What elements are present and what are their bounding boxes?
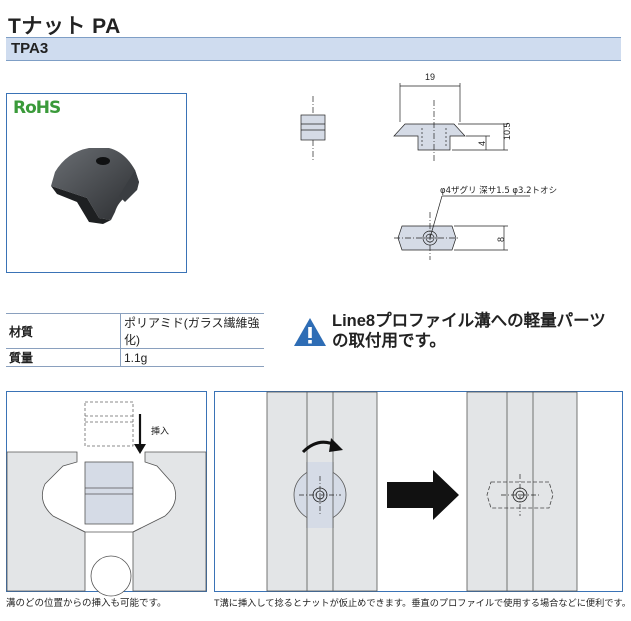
spec-row-material: 材質 ポリアミド(ガラス繊維強化) — [6, 313, 264, 349]
insertion-diagram-panel: 挿入 — [6, 391, 207, 597]
dim-height-label: 10.5 — [502, 122, 512, 140]
spec-key: 材質 — [6, 313, 121, 349]
page-title: Tナット PA — [8, 15, 121, 38]
technical-drawing: 19 10.5 4 8 φ4ザグリ 深サ1.5 φ3.2トオシ — [300, 72, 557, 260]
spec-value: ポリアミド(ガラス繊維強化) — [120, 313, 264, 349]
dim-width-label: 19 — [425, 72, 435, 82]
spec-table: 材質 ポリアミド(ガラス繊維強化) 質量 1.1g — [6, 313, 264, 367]
dim-depth-label: 8 — [496, 237, 506, 242]
usage-notice: Line8プロファイル溝への軽量パーツ の取付用です。 — [332, 311, 606, 351]
spec-value: 1.1g — [120, 348, 264, 367]
dim-step-label: 4 — [477, 141, 487, 146]
model-bar: TPA3 — [6, 37, 621, 61]
spec-key: 質量 — [6, 348, 121, 367]
product-photo-box: RoHS — [6, 93, 187, 273]
notice-line-1: Line8プロファイル溝への軽量パーツ — [332, 312, 606, 330]
model-code: TPA3 — [11, 40, 49, 57]
caption-right: T溝に挿入して捻るとナットが仮止めできます。垂直のプロファイルで使用する場合など… — [214, 598, 631, 608]
caption-left: 溝のどの位置からの挿入も可能です。 — [6, 598, 167, 609]
warning-icon — [294, 318, 326, 346]
twist-diagram-panel — [214, 391, 623, 592]
hole-note-label: φ4ザグリ 深サ1.5 φ3.2トオシ — [440, 185, 557, 196]
insert-label: 挿入 — [151, 426, 170, 436]
spec-row-weight: 質量 1.1g — [6, 348, 264, 367]
twist-diagram — [266, 391, 578, 592]
tnut-photo — [51, 148, 139, 224]
notice-line-2: の取付用です。 — [332, 332, 446, 350]
rohs-badge: RoHS — [13, 98, 61, 118]
insertion-diagram — [6, 401, 207, 597]
